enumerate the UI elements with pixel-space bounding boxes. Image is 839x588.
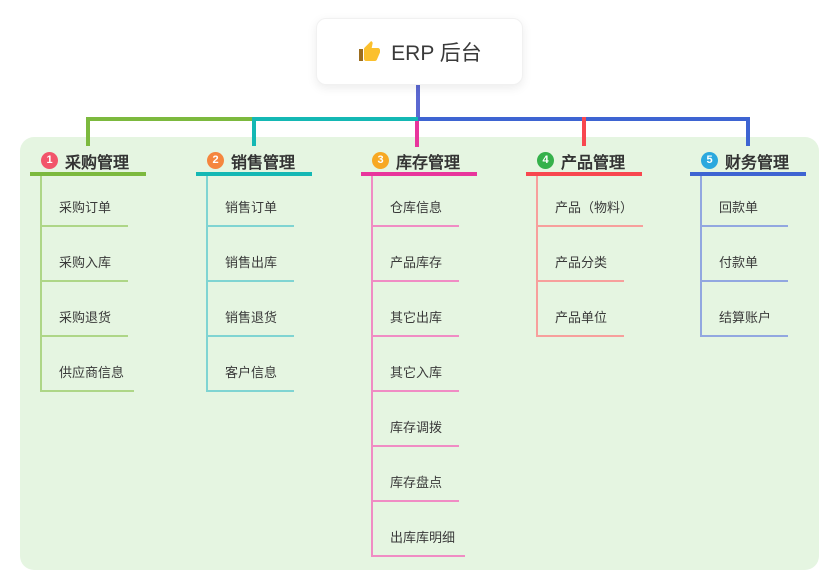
connector-drop-3 (415, 121, 419, 147)
branch-purchase: 1 采购管理 采购订单 采购入库 采购退货 供应商信息 (30, 149, 146, 392)
branch-node-finance[interactable]: 5 财务管理 (690, 149, 806, 176)
branch-badge: 4 (537, 152, 554, 169)
child-node[interactable]: 销售订单 (208, 176, 294, 227)
child-node[interactable]: 销售退货 (208, 282, 294, 337)
child-node[interactable]: 产品单位 (538, 282, 624, 337)
connector-trunk (416, 85, 420, 121)
branch-finance: 5 财务管理 回款单 付款单 结算账户 (690, 149, 806, 337)
branch-badge: 3 (372, 152, 389, 169)
child-node[interactable]: 其它入库 (373, 337, 459, 392)
mindmap-panel (20, 137, 819, 570)
branch-badge: 1 (41, 152, 58, 169)
child-node[interactable]: 付款单 (702, 227, 788, 282)
branch-node-sales[interactable]: 2 销售管理 (196, 149, 312, 176)
connector-drop-2 (252, 117, 256, 146)
thumbs-up-icon (357, 40, 381, 64)
branch-label: 财务管理 (725, 154, 790, 172)
child-node[interactable]: 库存盘点 (373, 447, 459, 502)
branch-children: 产品（物料） 产品分类 产品单位 (536, 176, 644, 337)
child-node[interactable]: 采购入库 (42, 227, 128, 282)
child-node[interactable]: 供应商信息 (42, 337, 135, 392)
child-node[interactable]: 产品库存 (373, 227, 459, 282)
branch-label: 库存管理 (396, 154, 461, 172)
branch-product: 4 产品管理 产品（物料） 产品分类 产品单位 (526, 149, 644, 337)
branch-label: 产品管理 (561, 154, 626, 172)
child-node[interactable]: 出库库明细 (373, 502, 466, 557)
child-node[interactable]: 库存调拨 (373, 392, 459, 447)
child-node[interactable]: 结算账户 (702, 282, 788, 337)
connector-drop-5 (746, 117, 750, 146)
branch-inventory: 3 库存管理 仓库信息 产品库存 其它出库 其它入库 库存调拨 库存盘点 出库库… (361, 149, 477, 557)
child-node[interactable]: 客户信息 (208, 337, 294, 392)
connector-branch-1 (86, 117, 254, 121)
root-node[interactable]: ERP 后台 (316, 18, 523, 85)
branch-children: 采购订单 采购入库 采购退货 供应商信息 (40, 176, 135, 392)
branch-node-purchase[interactable]: 1 采购管理 (30, 149, 146, 176)
root-label: ERP 后台 (391, 41, 482, 65)
child-node[interactable]: 其它出库 (373, 282, 459, 337)
branch-children: 销售订单 销售出库 销售退货 客户信息 (206, 176, 294, 392)
child-node[interactable]: 回款单 (702, 176, 788, 227)
child-node[interactable]: 仓库信息 (373, 176, 459, 227)
branch-children: 仓库信息 产品库存 其它出库 其它入库 库存调拨 库存盘点 出库库明细 (371, 176, 466, 557)
connector-drop-1 (86, 117, 90, 146)
child-node[interactable]: 销售出库 (208, 227, 294, 282)
child-node[interactable]: 产品（物料） (538, 176, 644, 227)
child-node[interactable]: 采购退货 (42, 282, 128, 337)
branch-badge: 5 (701, 152, 718, 169)
child-node[interactable]: 采购订单 (42, 176, 128, 227)
connector-drop-4 (582, 117, 586, 146)
branch-label: 采购管理 (65, 154, 130, 172)
branch-label: 销售管理 (231, 154, 296, 172)
branch-sales: 2 销售管理 销售订单 销售出库 销售退货 客户信息 (196, 149, 312, 392)
child-node[interactable]: 产品分类 (538, 227, 624, 282)
branch-badge: 2 (207, 152, 224, 169)
branch-node-product[interactable]: 4 产品管理 (526, 149, 642, 176)
connector-branch-2 (252, 117, 418, 121)
branch-children: 回款单 付款单 结算账户 (700, 176, 788, 337)
branch-node-inventory[interactable]: 3 库存管理 (361, 149, 477, 176)
